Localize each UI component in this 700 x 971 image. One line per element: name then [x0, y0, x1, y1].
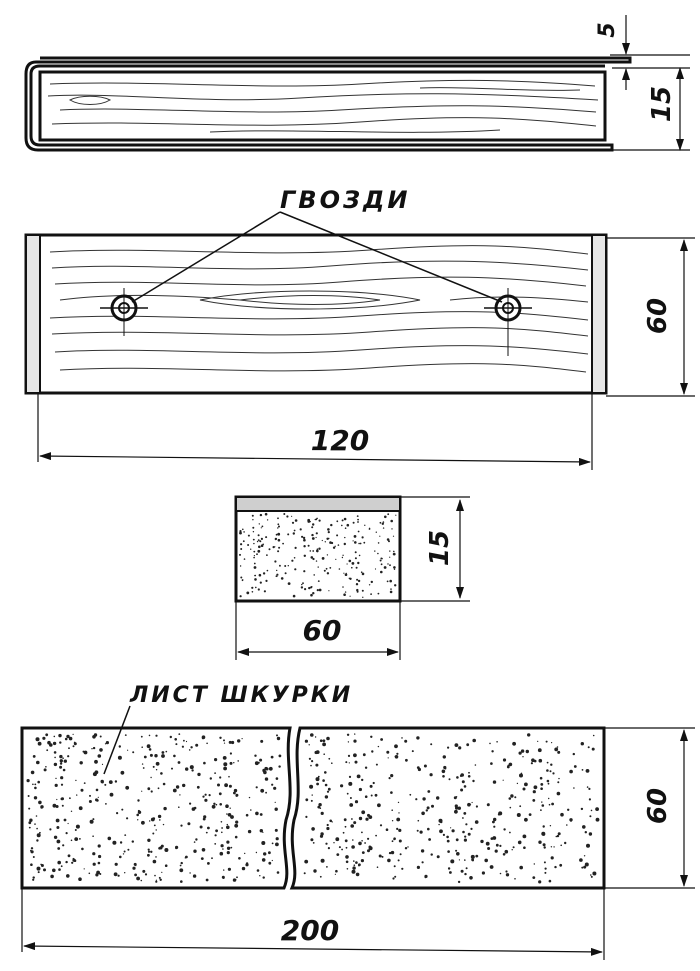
front-view-wood-grain: [49, 245, 589, 373]
sandpaper-sheet-view: ЛИСТ ШКУРКИ 60 200: [20, 683, 695, 960]
front-view-length-dimension: 120: [311, 424, 369, 457]
end-block-top-strip: [235, 496, 401, 512]
side-view-wood-grain: [47, 79, 599, 133]
side-view-gap-dimension: 5: [595, 22, 620, 37]
nails-leader-right: [279, 211, 503, 303]
end-block-view: 15 60: [234, 495, 470, 660]
left-nail: [100, 288, 148, 336]
sandpaper-length-dimension: 200: [281, 914, 339, 947]
nails-callout: ГВОЗДИ: [280, 186, 411, 214]
end-block-height-dimension: 15: [425, 530, 455, 566]
end-block-width-dimension: 60: [303, 614, 342, 647]
sandpaper-leader: [103, 705, 131, 775]
side-view-height-dimension: 15: [647, 86, 677, 122]
front-view: ГВОЗДИ 60 120: [24, 186, 695, 470]
sandpaper-sheet-right: [289, 726, 606, 890]
front-view-height-dimension: 60: [643, 298, 673, 334]
sandpaper-texture: [26, 733, 600, 884]
front-view-right-edge: [591, 234, 607, 394]
side-view-block: [38, 70, 607, 142]
front-view-left-edge: [25, 234, 41, 394]
nails-leader-left: [131, 211, 281, 303]
sandpaper-height-dimension: 60: [643, 788, 673, 824]
side-view-sheet: [24, 56, 632, 152]
sandpaper-callout: ЛИСТ ШКУРКИ: [129, 683, 353, 708]
sandpaper-sheet-left: [20, 726, 292, 890]
end-block-texture: [239, 512, 397, 598]
side-view: 5 15: [24, 15, 690, 152]
